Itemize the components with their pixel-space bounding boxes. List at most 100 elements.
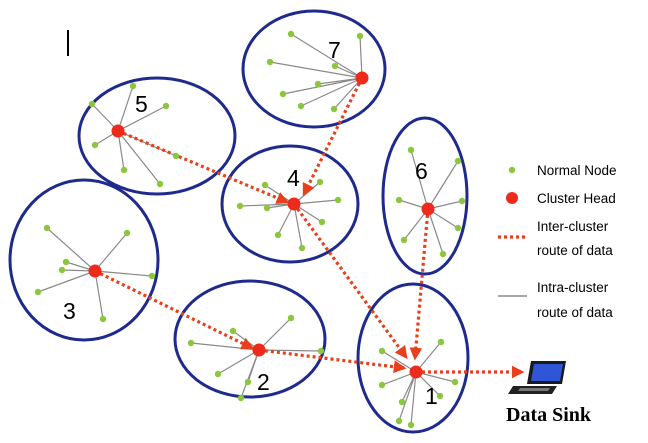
normal-node-4-6 <box>334 196 342 204</box>
normal-node-4-3 <box>274 231 282 239</box>
normal-node-6-0 <box>407 146 415 154</box>
legend-intra-cluster-label-2: route of data <box>537 305 613 320</box>
normal-node-5-0 <box>91 141 99 149</box>
intra-link-4-6 <box>293 199 339 205</box>
intra-link-3-0 <box>46 227 96 272</box>
normal-node-6-2 <box>458 197 466 205</box>
intra-link-7-6 <box>333 77 363 110</box>
intra-link-1-3 <box>410 371 417 426</box>
cluster-label-4: 4 <box>287 165 300 191</box>
intra-link-6-5 <box>403 208 429 241</box>
normal-node-4-2 <box>261 181 269 189</box>
intra-link-2-5 <box>258 349 322 352</box>
cluster-head-6 <box>421 202 435 216</box>
normal-node-7-6 <box>330 105 338 113</box>
normal-node-6-3 <box>454 224 462 232</box>
normal-node-2-0 <box>187 339 195 347</box>
cluster-boundary-7 <box>241 9 387 129</box>
route-4-to-1 <box>292 203 408 360</box>
normal-node-1-4 <box>436 392 444 400</box>
intra-link-1-7 <box>398 371 417 422</box>
legend-normal-node-label: Normal Node <box>537 163 617 178</box>
cluster-label-3: 3 <box>63 298 76 324</box>
normal-node-2-3 <box>229 327 237 335</box>
intra-link-5-3 <box>117 105 167 132</box>
legend-cluster-head-label: Cluster Head <box>537 191 616 206</box>
normal-node-3-4 <box>99 315 107 323</box>
normal-node-4-4 <box>298 244 306 252</box>
cluster-label-6: 6 <box>415 158 428 184</box>
normal-node-5-5 <box>156 180 164 188</box>
intra-link-5-2 <box>117 85 134 132</box>
route-7-to-4 <box>302 77 364 197</box>
normal-node-5-2 <box>129 82 137 90</box>
normal-node-6-4 <box>439 250 447 258</box>
intra-link-7-4 <box>282 77 363 95</box>
normal-node-1-7 <box>395 417 403 425</box>
normal-node-7-7 <box>297 102 305 110</box>
intra-link-6-0 <box>410 149 429 210</box>
normal-node-4-0 <box>236 202 244 210</box>
normal-node-6-5 <box>400 236 408 244</box>
intra-link-3-5 <box>94 270 153 277</box>
normal-node-3-0 <box>43 224 51 232</box>
intra-link-6-4 <box>427 208 444 255</box>
cluster-boundary-6 <box>381 116 469 276</box>
cluster-label-1: 1 <box>425 383 438 409</box>
normal-node-3-2 <box>58 266 66 274</box>
intra-link-2-1 <box>217 349 260 375</box>
cluster-label-2: 2 <box>257 369 270 395</box>
normal-node-1-1 <box>378 381 386 389</box>
normal-node-4-5 <box>318 218 326 226</box>
normal-node-3-6 <box>123 229 131 237</box>
cluster-label-5: 5 <box>135 91 148 117</box>
normal-node-2-2 <box>244 378 252 386</box>
cluster-boundary-5 <box>77 76 237 196</box>
cluster-head-3 <box>88 264 102 278</box>
inter-cluster-routes <box>94 77 525 379</box>
normal-node-1-3 <box>407 421 415 429</box>
normal-node-5-4 <box>172 152 180 160</box>
cluster-boundaries <box>8 9 470 434</box>
intra-link-1-5 <box>415 341 442 373</box>
normal-node-1-0 <box>378 347 386 355</box>
cluster-boundary-3 <box>8 178 160 342</box>
normal-node-2-4 <box>287 314 295 322</box>
cluster-heads <box>88 71 435 379</box>
normal-node-3-1 <box>62 258 70 266</box>
route-5-to-4 <box>117 129 290 204</box>
cluster-head-5 <box>111 124 125 138</box>
normal-node-5-1 <box>88 100 96 108</box>
normal-node-1-6 <box>451 378 459 386</box>
legend-cluster-head-icon <box>506 192 518 204</box>
legend-intra-cluster-label-1: Intra-cluster <box>537 280 609 295</box>
intra-link-4-4 <box>293 203 303 249</box>
intra-link-1-6 <box>415 371 456 383</box>
intra-link-2-6 <box>240 349 260 399</box>
intra-link-7-1 <box>269 61 363 79</box>
route-6-to-1 <box>409 208 430 361</box>
normal-node-7-0 <box>287 30 295 38</box>
cluster-boundary-1 <box>356 282 470 434</box>
normal-node-7-4 <box>279 90 287 98</box>
route-2-to-1 <box>258 348 407 374</box>
cluster-boundary-2 <box>173 279 327 399</box>
intra-link-2-4 <box>258 317 292 351</box>
normal-node-3-5 <box>148 272 156 280</box>
normal-node-1-5 <box>437 338 445 346</box>
normal-node-6-1 <box>454 157 462 165</box>
legend: Normal Node Cluster Head Inter-cluster r… <box>498 163 617 320</box>
intra-link-3-3 <box>37 270 96 293</box>
intra-link-7-7 <box>300 77 363 107</box>
normal-node-7-3 <box>314 80 322 88</box>
normal-node-1-2 <box>398 398 406 406</box>
cluster-head-2 <box>252 343 266 357</box>
normal-node-4-7 <box>316 178 324 186</box>
normal-node-4-1 <box>263 204 271 212</box>
normal-node-2-6 <box>237 394 245 402</box>
legend-normal-node-icon <box>508 166 516 174</box>
intra-link-7-5 <box>359 35 363 79</box>
intra-link-2-0 <box>190 342 260 351</box>
legend-inter-cluster-label-1: Inter-cluster <box>537 219 609 234</box>
